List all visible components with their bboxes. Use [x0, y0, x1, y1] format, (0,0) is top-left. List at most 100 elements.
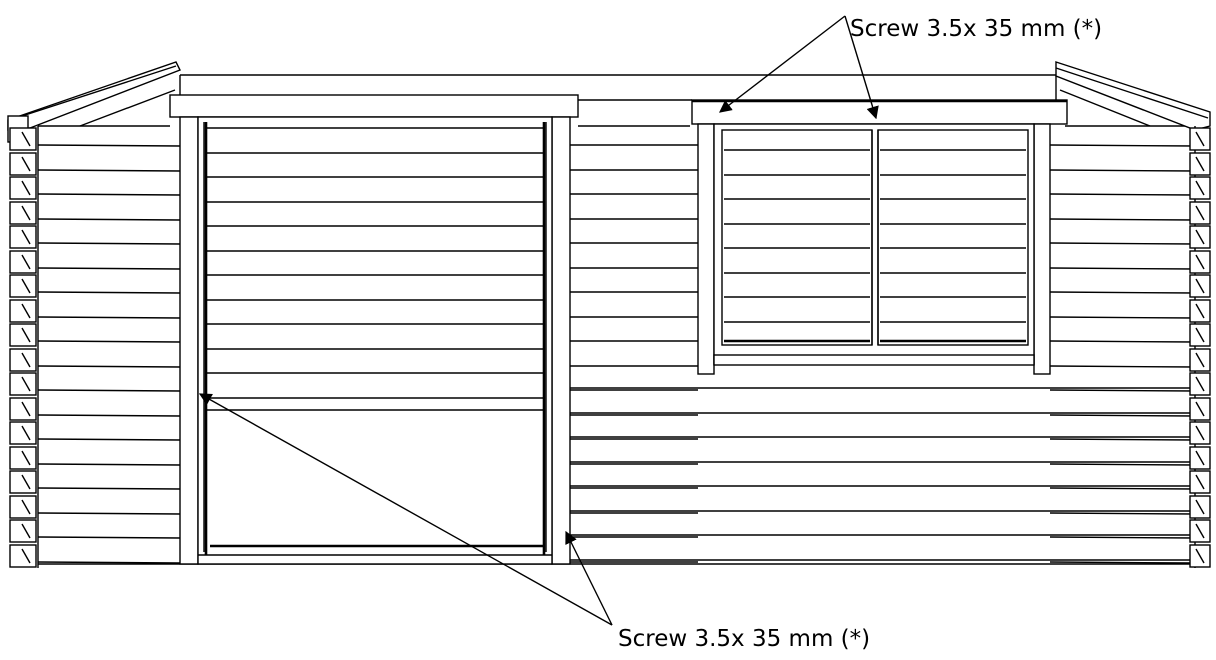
- log-end-detail: [1195, 254, 1205, 270]
- log-end: [9, 495, 37, 519]
- door-frame: [169, 94, 579, 565]
- log-end-detail: [21, 425, 31, 441]
- log-end: [9, 421, 37, 445]
- log-seam: [37, 487, 181, 490]
- door-panel-logs: [206, 127, 544, 411]
- log-end-detail: [21, 474, 31, 490]
- log-end-detail: [1195, 278, 1205, 294]
- log-seam: [1049, 291, 1196, 294]
- log-end-detail: [1195, 425, 1205, 441]
- log-end-detail: [21, 180, 31, 196]
- roof-edge: [38, 74, 1195, 127]
- log-seam: [37, 242, 181, 245]
- log-seam: [1049, 414, 1196, 417]
- log-end-detail: [1195, 303, 1205, 319]
- log-end-detail: [1195, 205, 1205, 221]
- log-seam: [37, 389, 181, 392]
- log-end: [9, 446, 37, 470]
- arrow-head: [844, 15, 879, 120]
- log-end: [9, 348, 37, 372]
- log-end-detail: [1195, 229, 1205, 245]
- log-end-detail: [21, 327, 31, 343]
- callout-bottom-leaders: [198, 393, 613, 626]
- log-end-detail: [21, 278, 31, 294]
- arrow-head: [719, 15, 846, 113]
- window-frame: [691, 99, 1068, 375]
- log-seam: [1049, 316, 1196, 319]
- log-end: [9, 176, 37, 200]
- window-pane-logs: [724, 149, 1026, 323]
- wall-logs: [37, 126, 1196, 568]
- log-end: [9, 470, 37, 494]
- arrow-head: [198, 393, 613, 626]
- log-seam: [37, 144, 181, 147]
- log-seam: [37, 340, 181, 343]
- arrow-head: [565, 530, 613, 626]
- log-seam: [37, 218, 181, 221]
- right-wall-slope: [1055, 61, 1211, 131]
- log-seam: [37, 463, 181, 466]
- log-seam: [1049, 242, 1196, 245]
- log-end-detail: [1195, 327, 1205, 343]
- log-seam: [1049, 144, 1196, 147]
- log-seam: [37, 316, 181, 319]
- log-seam: [37, 561, 181, 564]
- log-seam: [1049, 169, 1196, 172]
- log-end-detail: [1195, 352, 1205, 368]
- log-seam: [1049, 561, 1196, 564]
- log-end: [9, 397, 37, 421]
- log-seam: [1049, 218, 1196, 221]
- log-end-detail: [1195, 156, 1205, 172]
- log-seam: [37, 536, 181, 539]
- log-end: [9, 201, 37, 225]
- log-end-detail: [21, 205, 31, 221]
- log-end-detail: [21, 229, 31, 245]
- log-seam: [1049, 512, 1196, 515]
- log-seam: [37, 512, 181, 515]
- screw-callout-top: Screw 3.5x 35 mm (*): [850, 16, 1103, 42]
- log-seam: [37, 365, 181, 368]
- log-end: [9, 519, 37, 543]
- log-end-detail: [21, 523, 31, 539]
- log-end: [9, 299, 37, 323]
- log-end: [9, 250, 37, 274]
- log-seam: [1049, 536, 1196, 539]
- log-seam: [37, 438, 181, 441]
- log-end: [9, 372, 37, 396]
- callout-top-leaders: [719, 15, 879, 120]
- log-seam: [37, 193, 181, 196]
- log-seam: [37, 414, 181, 417]
- log-end-detail: [1195, 548, 1205, 564]
- log-end-detail: [1195, 180, 1205, 196]
- log-end-detail: [21, 156, 31, 172]
- log-seam: [1049, 193, 1196, 196]
- log-end: [9, 544, 37, 568]
- log-end-detail: [1195, 376, 1205, 392]
- log-seam: [1049, 438, 1196, 441]
- log-end-detail: [21, 352, 31, 368]
- log-end: [9, 152, 37, 176]
- log-seam: [1049, 365, 1196, 368]
- log-end-detail: [1195, 131, 1205, 147]
- log-seam: [1049, 389, 1196, 392]
- log-end-detail: [21, 499, 31, 515]
- log-end-detail: [21, 303, 31, 319]
- log-end-detail: [21, 131, 31, 147]
- log-seam: [1049, 267, 1196, 270]
- log-end-detail: [1195, 499, 1205, 515]
- log-end-detail: [21, 450, 31, 466]
- log-end: [9, 323, 37, 347]
- log-end-detail: [1195, 450, 1205, 466]
- log-seam: [37, 169, 181, 172]
- log-end: [9, 225, 37, 249]
- log-seam: [37, 291, 181, 294]
- log-end: [9, 274, 37, 298]
- log-seam: [1049, 487, 1196, 490]
- log-end-detail: [21, 376, 31, 392]
- screw-callout-bottom: Screw 3.5x 35 mm (*): [618, 626, 871, 652]
- log-end-detail: [1195, 401, 1205, 417]
- log-end-detail: [21, 254, 31, 270]
- log-end-detail: [1195, 474, 1205, 490]
- log-end-detail: [21, 548, 31, 564]
